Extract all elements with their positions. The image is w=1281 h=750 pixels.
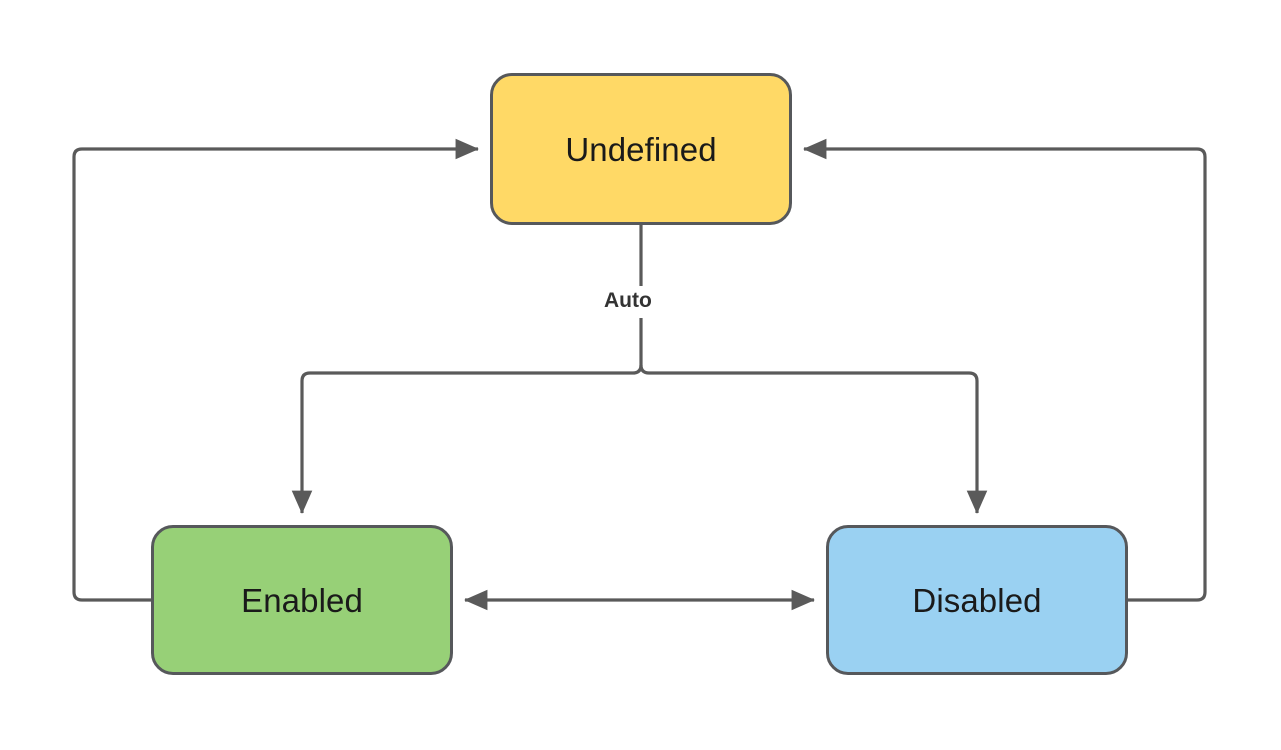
state-node-enabled-label: Enabled <box>241 581 363 619</box>
state-node-disabled[interactable]: Disabled <box>826 525 1128 675</box>
edge-undefined-to-enabled <box>291 364 643 514</box>
state-node-undefined-label: Undefined <box>565 130 717 168</box>
state-node-undefined[interactable]: Undefined <box>490 73 792 225</box>
edge-enabled-to-undefined <box>72 138 479 602</box>
state-node-disabled-label: Disabled <box>912 581 1042 619</box>
edge-label-auto: Auto <box>595 286 661 316</box>
edge-disabled-to-undefined <box>803 138 1207 602</box>
state-node-enabled[interactable]: Enabled <box>151 525 453 675</box>
edge-undefined-to-disabled <box>639 364 988 514</box>
